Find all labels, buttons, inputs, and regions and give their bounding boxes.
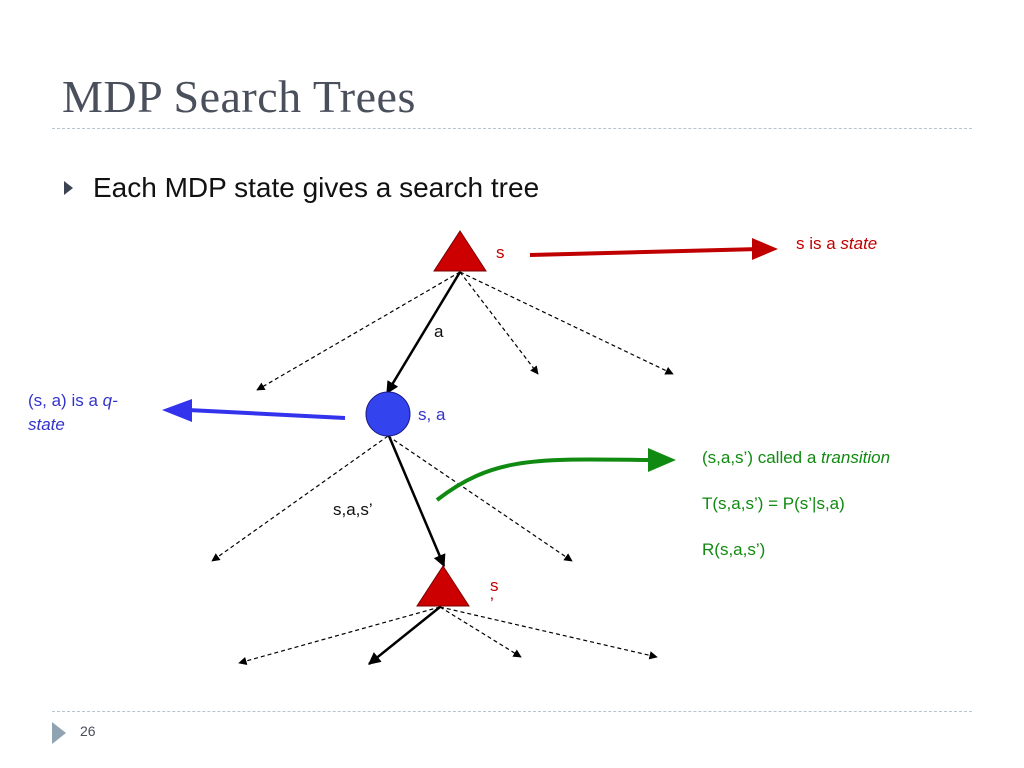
footer-arrow-icon (52, 722, 66, 744)
action-label: a (434, 322, 444, 341)
q-state-annotation-emph: q- (102, 391, 118, 410)
q-state-annotation-arrowhead (162, 399, 192, 422)
transition-edge (387, 435, 446, 568)
title-divider (52, 128, 972, 129)
state-annotation-arrowhead (752, 238, 778, 260)
transition-label: s,a,s’ (333, 500, 373, 519)
transition-annotation: (s,a,s’) called a transition (702, 448, 890, 468)
reward-formula: R(s,a,s’) (702, 540, 766, 559)
dashed-transition-edge (211, 435, 389, 562)
state-annotation-emph: state (840, 234, 878, 253)
action-edge (368, 606, 441, 665)
next-state-label: s (490, 576, 499, 595)
bullet-arrow-icon (64, 181, 73, 195)
state-node (433, 230, 487, 272)
dashed-action-edge (238, 606, 441, 666)
dashed-action-edge (439, 606, 522, 658)
q-state-annotation-arrow (187, 408, 346, 420)
transition-probability-formula: T(s,a,s’) = P(s’|s,a) (702, 494, 845, 513)
q-state-annotation-line2: state (28, 415, 65, 434)
next-state-node (416, 565, 470, 607)
q-state-node (365, 391, 411, 437)
state-annotation: s is a state (796, 234, 877, 254)
q-state-label: s, a (418, 405, 446, 424)
transition-annotation-emph: transition (821, 448, 891, 467)
bullet-text: Each MDP state gives a search tree (93, 172, 540, 203)
action-edge (385, 271, 462, 395)
footer-divider (52, 711, 972, 712)
dashed-action-edge (459, 271, 674, 375)
dashed-transition-edge (387, 435, 573, 562)
next-state-prime-label: ’ (490, 594, 494, 613)
dashed-action-edge (256, 271, 461, 391)
transition-annotation-prefix: (s,a,s’) called a (702, 448, 822, 467)
dashed-action-edge (459, 271, 539, 375)
slide-title: MDP Search Trees (62, 71, 416, 122)
bullet-item: Each MDP state gives a search tree (64, 172, 539, 204)
dashed-action-edge (439, 606, 658, 660)
transition-annotation-arrowhead (648, 448, 676, 472)
state-annotation-prefix: s is a (796, 234, 841, 253)
page-number: 26 (80, 723, 96, 739)
q-state-annotation: (s, a) is a q- state (28, 389, 118, 437)
transition-annotation-arrow (435, 457, 653, 502)
state-label: s (496, 243, 505, 262)
q-state-annotation-prefix: (s, a) is a (28, 391, 103, 410)
state-annotation-arrow (529, 247, 761, 257)
